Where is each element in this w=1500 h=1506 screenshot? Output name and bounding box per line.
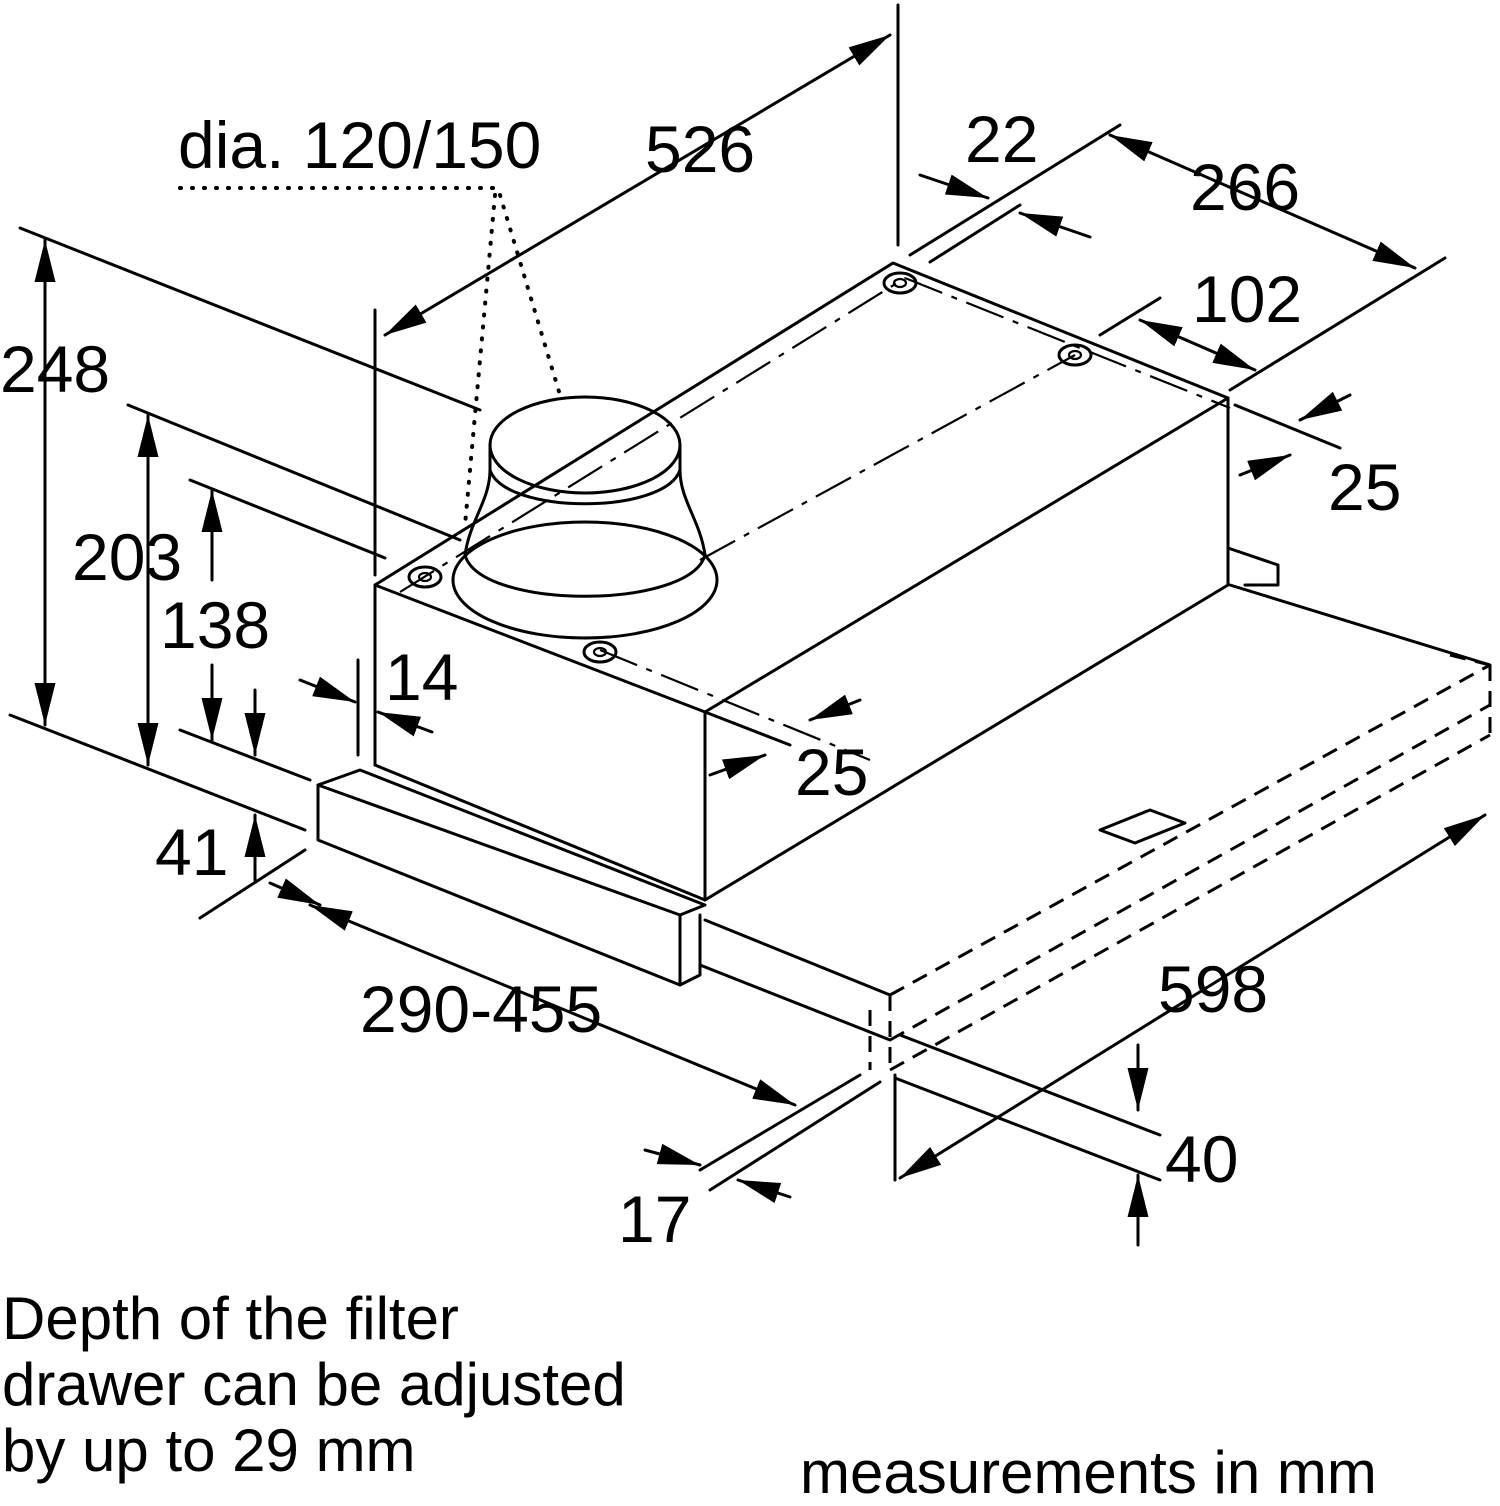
drawer-note-line-1: Depth of the filter: [2, 1285, 459, 1352]
label-duct-diameter: dia. 120/150: [178, 108, 541, 182]
drawer-depth-note: Depth of the filter drawer can be adjust…: [2, 1286, 626, 1484]
label-25-top: 25: [1328, 450, 1401, 524]
dimension-labels: dia. 120/150 526 22 266 102 25 248 203 1…: [0, 102, 1401, 1256]
label-17: 17: [618, 1182, 691, 1256]
label-25-mid: 25: [795, 735, 868, 809]
units-note: measurements in mm: [800, 1439, 1377, 1506]
drawer-note-line-2: drawer can be adjusted: [2, 1351, 626, 1418]
label-290-455: 290-455: [360, 972, 602, 1046]
dimension-lines: [8, 3, 1487, 1247]
drawer-note-line-3: by up to 29 mm: [2, 1417, 416, 1484]
label-266: 266: [1190, 150, 1300, 224]
label-248: 248: [0, 332, 110, 406]
label-41: 41: [155, 815, 228, 889]
label-203: 203: [72, 520, 182, 594]
duct-outlet: [451, 395, 719, 640]
label-14: 14: [385, 640, 458, 714]
hood-body: [373, 261, 1231, 902]
label-22: 22: [965, 102, 1038, 176]
label-598: 598: [1158, 952, 1268, 1026]
label-138: 138: [160, 588, 270, 662]
label-526: 526: [645, 112, 755, 186]
mounting-holes: [407, 271, 1093, 664]
label-40: 40: [1165, 1122, 1238, 1196]
label-102: 102: [1192, 262, 1302, 336]
